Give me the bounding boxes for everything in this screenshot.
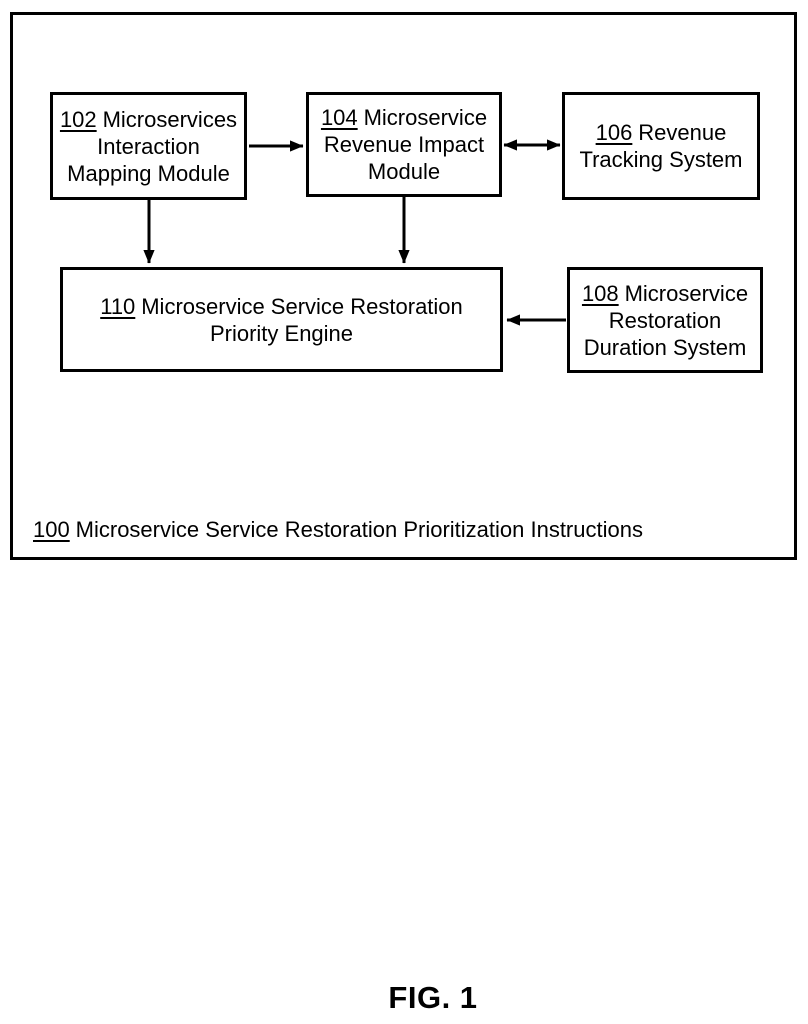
box-label-line: Module [367,159,441,184]
box-label-text: Microservice Service Restoration [141,293,463,319]
ref-number-110: 110 [100,293,136,319]
box-label-line: Priority Engine [209,320,354,346]
instructions-container-frame-100 [10,12,797,560]
box-label-text: Revenue [638,120,727,145]
box-label-text: Microservice [363,105,488,130]
box-label-text: Microservices [102,106,238,132]
ref-number-102: 102 [59,106,97,132]
ref-number-104: 104 [320,105,358,130]
box-label-line: Duration System [583,334,747,360]
container-label-text: Microservice Service Restoration Priorit… [75,517,643,542]
box-label-line: Revenue Impact [323,132,485,157]
box-label-line: Tracking System [579,147,743,172]
box-label-line: Mapping Module [67,160,230,186]
ref-number-108: 108 [581,280,619,306]
ref-number-106: 106 [595,120,633,145]
figure-caption: FIG. 1 [388,980,478,1015]
ref-number-100: 100 [33,517,70,542]
box-label-line: Restoration [608,307,722,333]
box-label-line: Interaction [97,133,200,159]
box-label-text: Microservice [624,280,749,306]
